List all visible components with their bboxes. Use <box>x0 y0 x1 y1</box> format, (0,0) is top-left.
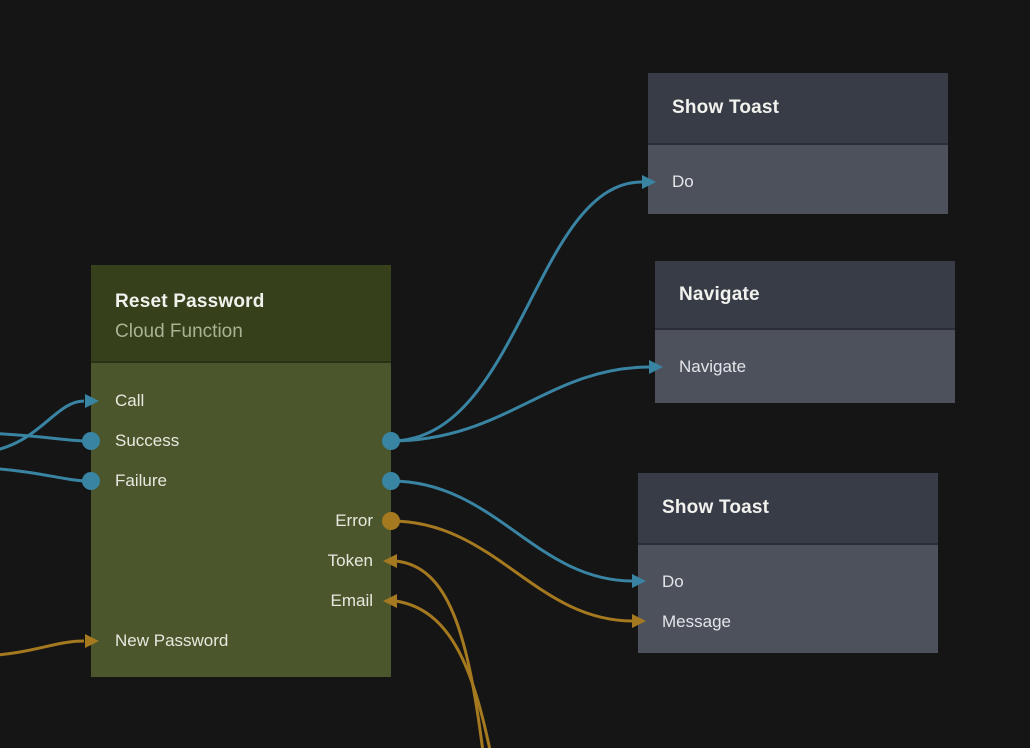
edge-in-failure[interactable] <box>0 467 89 483</box>
port-message[interactable]: Message <box>638 602 938 642</box>
edge-in-new-password[interactable] <box>0 639 85 657</box>
node-header[interactable]: Show Toast <box>648 73 948 145</box>
port-new-password[interactable]: New Password <box>91 621 391 661</box>
edge-success-to-navigate[interactable] <box>390 365 651 443</box>
port-label: New Password <box>115 631 229 650</box>
node-body: Navigate <box>655 330 955 403</box>
port-label: Call <box>115 391 145 410</box>
node-header[interactable]: Reset Password Cloud Function <box>91 265 391 363</box>
edge-success-to-toast-do[interactable] <box>390 180 643 443</box>
node-body: Do Message <box>638 545 938 653</box>
node-body: Do <box>648 145 948 214</box>
edge-bottom-to-token[interactable] <box>395 559 484 748</box>
node-navigate[interactable]: Navigate Navigate <box>655 261 955 403</box>
edge-bottom-to-email[interactable] <box>395 599 492 748</box>
port-label: Navigate <box>679 357 747 376</box>
node-reset-password[interactable]: Reset Password Cloud Function Call Succe… <box>91 265 391 677</box>
port-failure[interactable]: Failure <box>91 461 391 501</box>
port-label: Token <box>327 551 373 570</box>
node-subtitle: Cloud Function <box>115 321 243 342</box>
port-do[interactable]: Do <box>638 562 938 602</box>
port-navigate[interactable]: Navigate <box>655 347 955 387</box>
port-success[interactable]: Success <box>91 421 391 461</box>
port-label: Error <box>335 511 373 530</box>
port-label: Message <box>662 612 731 631</box>
port-label: Email <box>330 591 373 610</box>
node-show-toast-top[interactable]: Show Toast Do <box>648 73 948 214</box>
port-token[interactable]: Token <box>91 541 391 581</box>
port-label: Do <box>672 172 694 191</box>
port-label: Do <box>662 572 684 591</box>
port-do[interactable]: Do <box>648 162 948 202</box>
node-header[interactable]: Navigate <box>655 261 955 330</box>
edge-error-to-toast2-message[interactable] <box>390 519 634 623</box>
node-header[interactable]: Show Toast <box>638 473 938 545</box>
node-show-toast-bottom[interactable]: Show Toast Do Message <box>638 473 938 653</box>
edge-in-success[interactable] <box>0 432 89 443</box>
edge-in-call[interactable] <box>0 399 85 452</box>
port-label: Success <box>115 431 180 450</box>
port-email[interactable]: Email <box>91 581 391 621</box>
node-body: Call Success Failure Error Token Email N… <box>91 363 391 677</box>
node-title: Show Toast <box>672 97 780 118</box>
port-error[interactable]: Error <box>91 501 391 541</box>
node-title: Reset Password <box>115 291 265 312</box>
node-title: Show Toast <box>662 497 770 518</box>
edge-failure-to-toast2-do[interactable] <box>390 479 634 583</box>
port-label: Failure <box>115 471 167 490</box>
port-call[interactable]: Call <box>91 381 391 421</box>
node-title: Navigate <box>679 283 760 305</box>
